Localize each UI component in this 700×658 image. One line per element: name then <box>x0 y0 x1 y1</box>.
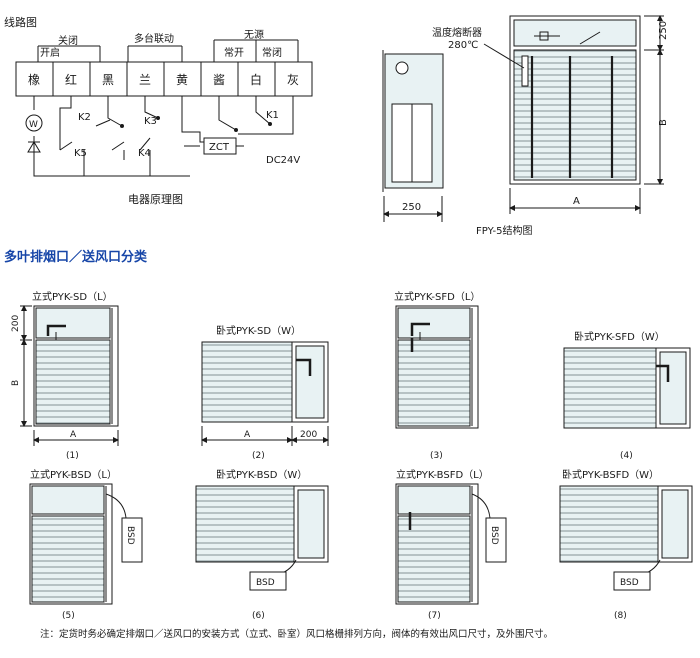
bsd-tag: BSD <box>620 578 639 588</box>
label-open: 开启 <box>40 46 60 59</box>
variant-num: (8) <box>614 611 627 621</box>
v1-dim-200: 200 <box>11 315 21 332</box>
zct-label: ZCT <box>209 142 230 153</box>
fpy-dim-a: A <box>573 196 580 207</box>
label-passive: 无源 <box>244 28 264 41</box>
fpy5-structure: 250 温度熔断器 280℃ 250 B A FPY-5结构图 <box>382 15 669 237</box>
terminal-3: 黑 <box>102 73 114 87</box>
relay-k3: K3 <box>144 116 157 127</box>
relay-k5: K5 <box>74 148 87 159</box>
v2-dim-200: 200 <box>300 430 317 440</box>
v1-dim-b: B <box>11 380 21 386</box>
bsd-tag: BSD <box>125 526 135 545</box>
variant-num: (6) <box>252 611 265 621</box>
v2-dim-a: A <box>244 430 251 440</box>
variant-label: 立式PYK-SD（L） <box>32 290 113 303</box>
variant-label: 卧式PYK-BSFD（W） <box>562 468 659 481</box>
relay-k2: K2 <box>78 112 91 123</box>
variant-label: 立式PYK-SFD（L） <box>394 290 480 303</box>
variant-1: 立式PYK-SD（L） 200 B A (1) <box>11 290 119 461</box>
variant-label: 立式PYK-BSD（L） <box>30 468 117 481</box>
wiring-caption: 电器原理图 <box>128 193 183 206</box>
variant-3: 立式PYK-SFD（L） (3) <box>394 290 480 461</box>
bsd-tag: BSD <box>489 526 499 545</box>
motor-label: W <box>29 120 38 130</box>
relay-k4: K4 <box>138 148 151 159</box>
variant-num: (3) <box>430 451 443 461</box>
variant-num: (5) <box>62 611 75 621</box>
variant-num: (1) <box>66 451 79 461</box>
variant-5: 立式PYK-BSD（L） BSD (5) <box>29 468 143 621</box>
v1-dim-a: A <box>70 430 77 440</box>
section-title: 多叶排烟口／送风口分类 <box>4 249 148 265</box>
variant-num: (7) <box>428 611 441 621</box>
terminal-1: 橡 <box>28 73 40 87</box>
variant-num: (4) <box>620 451 633 461</box>
variant-label: 卧式PYK-BSD（W） <box>216 468 307 481</box>
variant-label: 卧式PYK-SD（W） <box>216 324 301 337</box>
wiring-title: 线路图 <box>4 15 37 29</box>
bsd-tag: BSD <box>256 578 275 588</box>
terminal-5: 黄 <box>176 73 188 87</box>
fpy-dim-b: B <box>658 119 669 126</box>
label-close: 关闭 <box>58 34 78 47</box>
terminal-8: 灰 <box>287 73 299 87</box>
label-linkage: 多台联动 <box>134 32 174 45</box>
fuse-label-2: 280℃ <box>448 40 478 51</box>
fpy-dim-250-top: 250 <box>658 21 669 40</box>
variant-label: 立式PYK-BSFD（L） <box>396 468 489 481</box>
variant-num: (2) <box>252 451 265 461</box>
variant-6: 卧式PYK-BSD（W） BSD (6) <box>195 468 329 621</box>
variant-8: 卧式PYK-BSFD（W） BSD (8) <box>559 468 693 621</box>
wiring-diagram: 线路图 关闭 开启 多台联动 无源 常开 常闭 橡 红 黑 兰 黄 酱 白 灰 <box>4 15 313 206</box>
terminal-2: 红 <box>65 72 77 87</box>
order-note: 注：定货时务必确定排烟口／送风口的安装方式（立式、卧室）风口格栅排列方向，阀体的… <box>40 628 553 640</box>
variant-4: 卧式PYK-SFD（W） (4) <box>563 330 691 461</box>
variant-7: 立式PYK-BSFD（L） BSD (7) <box>395 468 507 621</box>
label-normally-open: 常开 <box>224 46 244 59</box>
variant-label: 卧式PYK-SFD（W） <box>574 330 665 343</box>
variant-2: 卧式PYK-SD（W） A 200 (2) <box>201 324 329 461</box>
fpy-dim-250-side: 250 <box>402 202 421 213</box>
fuse-label-1: 温度熔断器 <box>432 26 482 39</box>
terminal-4: 兰 <box>139 73 151 87</box>
terminal-7: 白 <box>250 72 262 87</box>
terminal-6: 酱 <box>213 72 225 87</box>
relay-k1: K1 <box>266 110 279 121</box>
fpy-caption: FPY-5结构图 <box>476 224 532 237</box>
supply-label: DC24V <box>266 155 300 166</box>
label-normally-closed: 常闭 <box>262 46 282 59</box>
